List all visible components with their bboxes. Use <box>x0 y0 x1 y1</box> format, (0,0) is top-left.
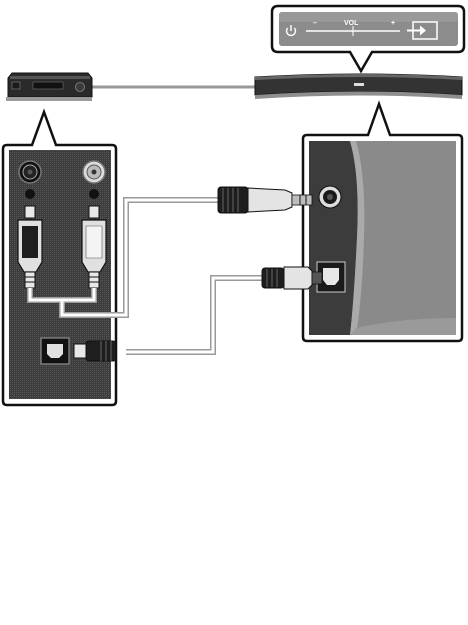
control-panel-callout: – VOL + <box>270 4 466 74</box>
curved-soundbar <box>254 73 463 99</box>
optical-audio-cable <box>126 275 262 355</box>
indicator-dot <box>89 189 99 199</box>
device-rear-panel-callout <box>1 108 118 407</box>
aux-cable-plug <box>217 186 313 214</box>
volume-plus-label[interactable]: + <box>391 20 395 27</box>
aux-in-socket[interactable] <box>318 185 342 209</box>
rca-plug-right <box>81 205 107 289</box>
power-icon[interactable] <box>285 25 297 37</box>
rca-plug-left <box>17 205 43 289</box>
rca-socket-left[interactable] <box>18 160 42 184</box>
optical-plug-device <box>73 340 117 362</box>
rca-socket-right[interactable] <box>82 160 106 184</box>
soundbar-rear-panel-callout <box>301 100 464 343</box>
volume-label: VOL <box>344 20 359 27</box>
analog-audio-cable <box>27 197 218 318</box>
volume-minus-label[interactable]: – <box>313 20 317 27</box>
optical-socket-device[interactable] <box>40 337 70 365</box>
dvd-player-icon <box>6 72 93 101</box>
indicator-dot <box>25 189 35 199</box>
optical-in-socket[interactable] <box>316 261 346 293</box>
optical-cable-plug <box>261 266 323 290</box>
source-input-icon[interactable] <box>407 21 438 40</box>
